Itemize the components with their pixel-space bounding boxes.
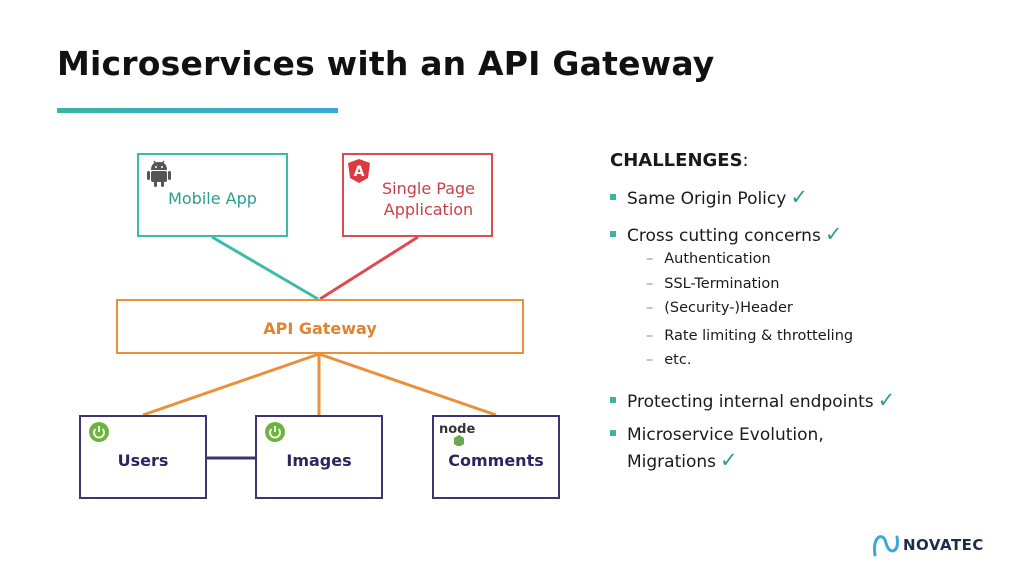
comments-label: Comments xyxy=(448,451,544,470)
gateway-users-connector xyxy=(142,352,320,417)
spa-box: A Single Page Application xyxy=(342,153,493,237)
api-gateway-label: API Gateway xyxy=(263,319,377,338)
users-label: Users xyxy=(117,451,169,470)
list-item: Microservice Evolution, xyxy=(610,425,824,445)
mobile-gateway-connector xyxy=(211,235,319,301)
mobile-app-label: Mobile App xyxy=(168,189,257,208)
nodejs-icon: node xyxy=(439,422,475,446)
bullet xyxy=(610,231,616,237)
sub-list-item: –Authentication xyxy=(646,251,771,267)
list-item: Protecting internal endpoints✓ xyxy=(610,388,895,412)
bullet xyxy=(610,430,616,436)
spa-label-line1: Single Page xyxy=(381,179,475,198)
spa-gateway-connector xyxy=(319,235,419,301)
list-item: Cross cutting concerns✓ xyxy=(610,222,842,246)
spa-label-line2: Application xyxy=(383,200,474,219)
sub-list-item: –etc. xyxy=(646,352,692,368)
users-service-box: Users xyxy=(79,415,207,499)
sub-list-item: –Rate limiting & throtteling xyxy=(646,328,854,344)
android-icon xyxy=(147,160,171,187)
svg-text:node: node xyxy=(439,422,475,437)
bullet xyxy=(610,194,616,200)
title-underline xyxy=(57,108,338,113)
spring-icon xyxy=(265,422,285,442)
angular-icon: A xyxy=(348,159,370,183)
checkmark-icon: ✓ xyxy=(790,185,808,209)
api-gateway-box: API Gateway xyxy=(116,299,524,354)
novatec-logo-icon xyxy=(873,535,899,557)
slide-title: Microservices with an API Gateway xyxy=(57,44,715,83)
images-service-box: Images xyxy=(255,415,383,499)
bullet xyxy=(610,397,616,403)
challenges-heading: CHALLENGES: xyxy=(610,150,749,171)
svg-text:A: A xyxy=(354,164,365,180)
mobile-app-box: Mobile App xyxy=(137,153,288,237)
list-item-continuation: Migrations✓ xyxy=(627,448,738,472)
list-item: Same Origin Policy✓ xyxy=(610,185,808,209)
images-label: Images xyxy=(286,451,352,470)
novatec-logo-text: NOVATEC xyxy=(903,536,984,554)
gateway-comments-connector xyxy=(318,352,497,417)
checkmark-icon: ✓ xyxy=(720,448,738,472)
spa-label: Single Page Application xyxy=(366,178,491,220)
comments-service-box: node Comments xyxy=(432,415,560,499)
sub-list-item: –SSL-Termination xyxy=(646,276,780,292)
spring-icon xyxy=(89,422,109,442)
sub-list-item: –(Security-)Header xyxy=(646,300,793,316)
checkmark-icon: ✓ xyxy=(824,222,843,246)
checkmark-icon: ✓ xyxy=(877,388,896,412)
